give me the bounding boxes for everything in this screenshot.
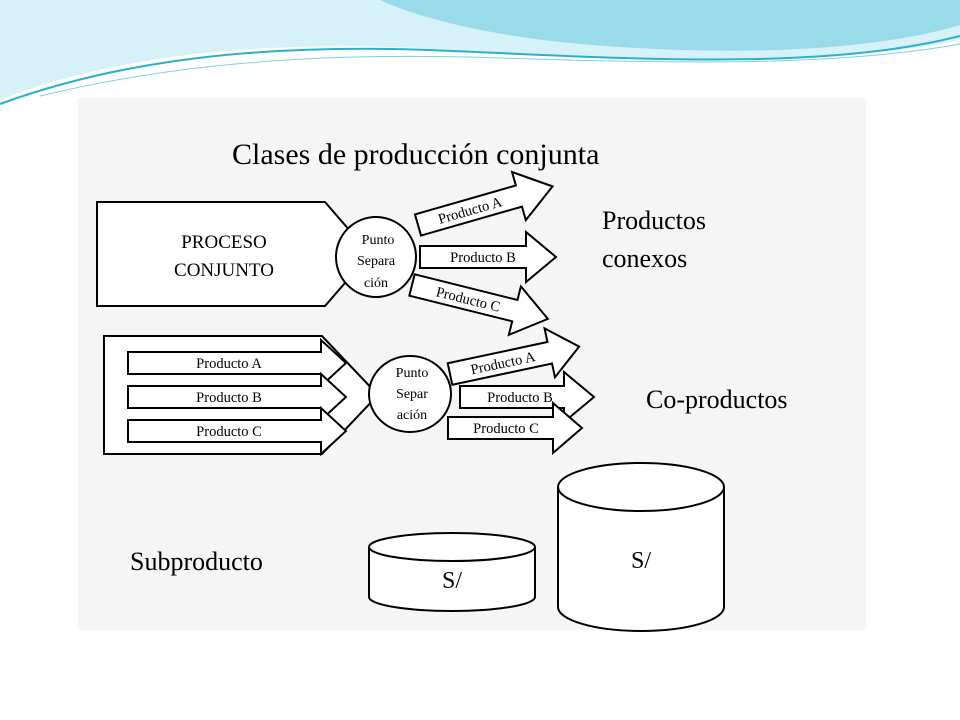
large-cylinder: S/ xyxy=(557,462,725,632)
caption-productos-conexos-line2: conexos xyxy=(602,244,687,273)
input-label-producto-c: Producto C xyxy=(196,424,262,440)
coproduct-output-label-producto-c: Producto C xyxy=(473,421,539,437)
separation-point-line1: Punto xyxy=(362,233,395,248)
wave-band-mid xyxy=(380,0,960,51)
small-cylinder: S/ xyxy=(368,532,536,612)
process-label-line2: CONJUNTO xyxy=(174,260,274,281)
coproducts-separation-point-ellipse xyxy=(368,355,452,433)
section-subproducto: Subproducto S/ S/ xyxy=(130,462,725,632)
input-arrow-producto-a: Producto A xyxy=(127,337,348,389)
large-cylinder-label: S/ xyxy=(631,548,651,574)
wave-line-light xyxy=(39,43,960,97)
coproducts-separation-point-line1: Punto xyxy=(396,366,429,381)
caption-subproducto: Subproducto xyxy=(130,547,263,576)
input-arrow-producto-b: Producto B xyxy=(127,371,348,423)
output-label-producto-b: Producto B xyxy=(450,250,516,266)
output-arrow-producto-b: Producto B xyxy=(419,229,558,285)
section-productos-conexos: PROCESO CONJUNTO Producto A Producto B P… xyxy=(96,170,706,337)
input-label-producto-b: Producto B xyxy=(196,390,262,406)
separation-point-line2: Separa xyxy=(357,254,396,269)
input-label-producto-a: Producto A xyxy=(196,356,262,372)
wave-line-dark xyxy=(0,35,960,105)
header-wave-decoration xyxy=(0,0,960,105)
input-arrow-producto-c: Producto C xyxy=(127,405,348,457)
diagram-title: Clases de producción conjunta xyxy=(232,138,599,171)
coproducts-separation-point-line2: Separ xyxy=(396,387,428,402)
small-cylinder-label: S/ xyxy=(442,568,462,594)
separation-point-ellipse xyxy=(335,216,417,298)
coproduct-output-arrow-producto-c: Producto C xyxy=(447,400,584,456)
process-block xyxy=(96,201,372,307)
caption-co-productos: Co-productos xyxy=(646,385,788,414)
coproduct-output-label-producto-b: Producto B xyxy=(487,390,553,406)
coproducts-separation-point-line3: ación xyxy=(397,408,427,423)
process-label-line1: PROCESO xyxy=(181,232,267,253)
coproduct-output-arrow-producto-b: Producto B xyxy=(459,369,596,425)
caption-productos-conexos-line1: Productos xyxy=(602,206,706,235)
separation-point-line3: ción xyxy=(364,276,388,291)
